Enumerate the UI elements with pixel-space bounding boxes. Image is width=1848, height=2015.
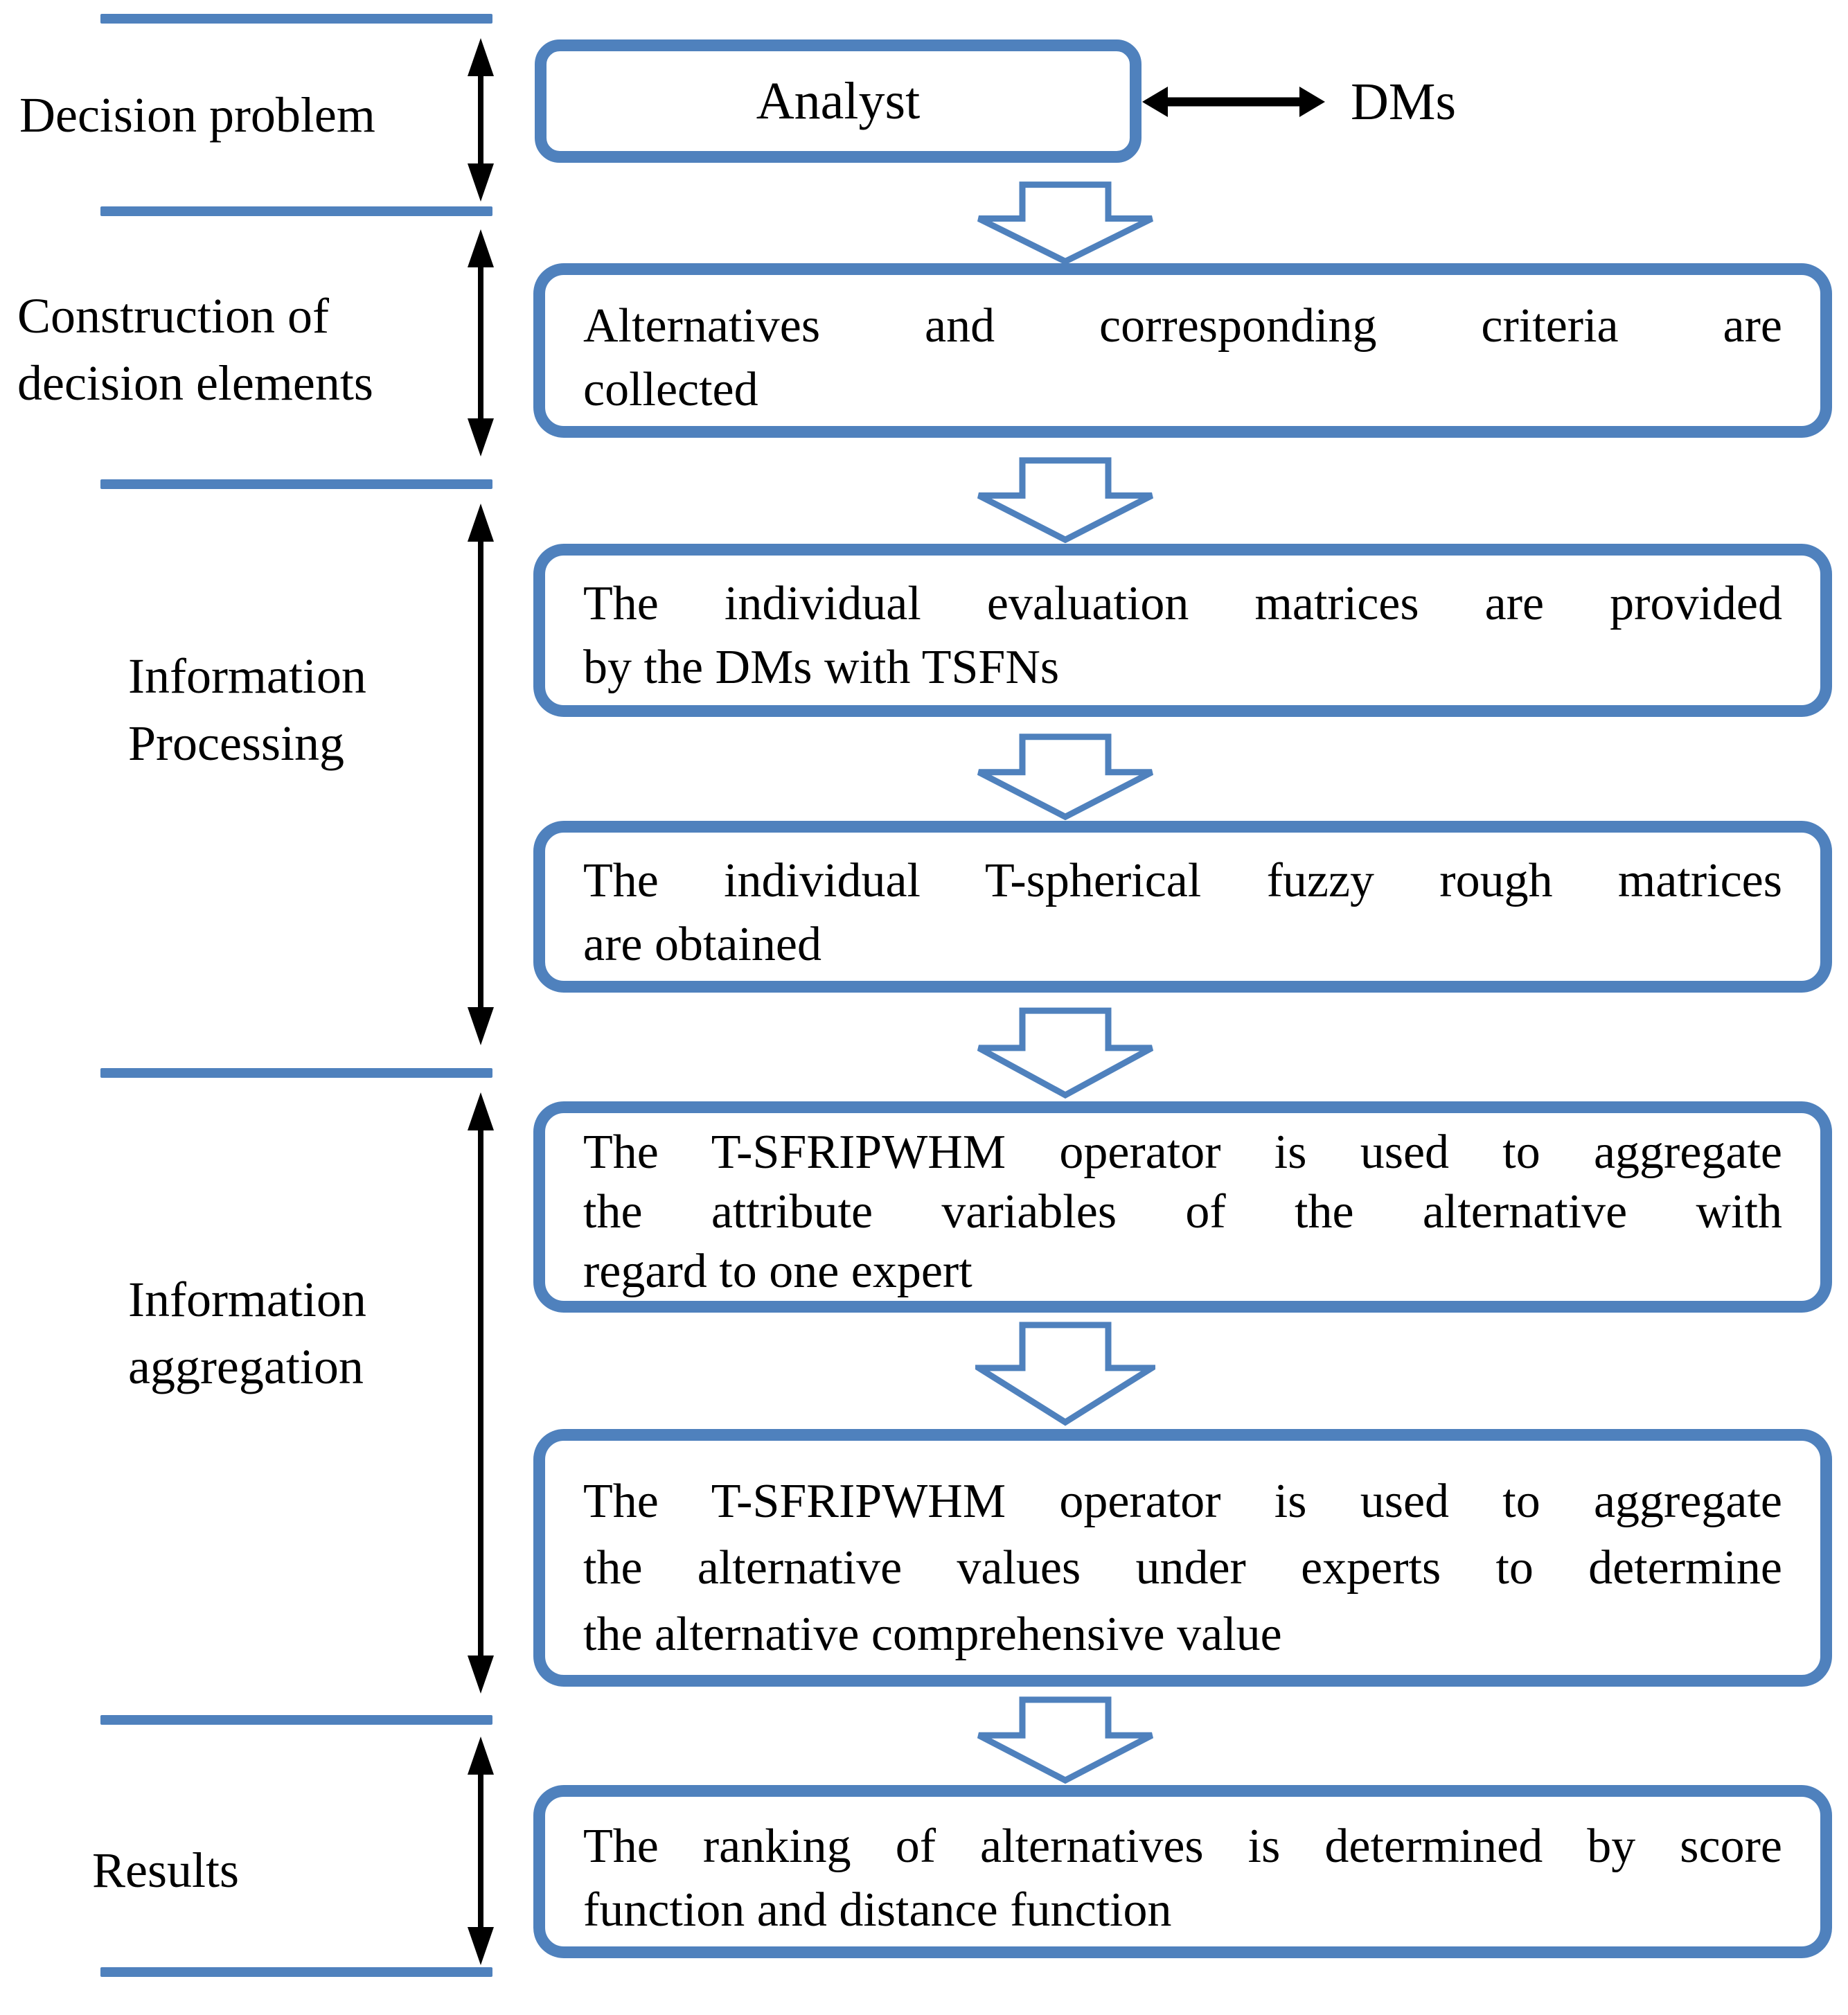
horizontal-double-arrow-icon <box>1142 87 1325 117</box>
vertical-double-arrow-icon <box>468 229 494 456</box>
step-text-line: the alternative values under experts to … <box>583 1541 1782 1595</box>
step-text-line: The individual T-spherical fuzzy rough m… <box>583 854 1782 907</box>
analyst-label: Analyst <box>756 71 921 130</box>
step-text-line: regard to one expert <box>583 1245 972 1298</box>
vertical-double-arrow-icon <box>468 504 494 1045</box>
stage-label-line: decision elements <box>17 355 373 411</box>
stage-label-line: aggregation <box>128 1339 364 1394</box>
vertical-double-arrow-icon <box>468 1092 494 1694</box>
stage-label-results: Results <box>92 1837 239 1904</box>
separator-line <box>100 479 492 489</box>
down-block-arrow-icon <box>975 181 1155 265</box>
step-text-line: the attribute variables of the alternati… <box>583 1185 1782 1239</box>
analyst-box: Analyst <box>535 39 1141 163</box>
down-block-arrow-icon <box>975 1696 1155 1784</box>
stage-label-line: Processing <box>128 716 344 771</box>
down-block-arrow-icon <box>975 1321 1155 1426</box>
step-text-line: by the DMs with TSFNs <box>583 641 1060 694</box>
stage-label-line: Information <box>128 648 366 704</box>
stage-label-line: Results <box>92 1843 240 1898</box>
stage-label-line: Information <box>128 1272 366 1327</box>
dms-label: DMs <box>1351 73 1457 131</box>
step-box-fuzzy-rough-matrices: The individual T-spherical fuzzy rough m… <box>533 821 1832 993</box>
step-text-line: function and distance function <box>583 1883 1172 1937</box>
step-box-aggregate-attributes: The T-SFRIPWHM operator is used to aggre… <box>533 1101 1832 1313</box>
step-text-line: The T-SFRIPWHM operator is used to aggre… <box>583 1475 1782 1528</box>
separator-line <box>100 1068 492 1078</box>
vertical-double-arrow-icon <box>468 1737 494 1965</box>
step-text-line: are obtained <box>583 918 821 971</box>
step-box-aggregate-alternatives: The T-SFRIPWHM operator is used to aggre… <box>533 1429 1832 1687</box>
stage-label-information-processing: Information Processing <box>128 643 366 777</box>
step-text-line: The ranking of alternatives is determine… <box>583 1820 1782 1873</box>
stage-label-line: Decision problem <box>19 87 375 143</box>
step-text-line: the alternative comprehensive value <box>583 1608 1282 1661</box>
separator-line <box>100 1715 492 1725</box>
stage-label-decision-problem: Decision problem <box>19 82 375 149</box>
step-box-ranking: The ranking of alternatives is determine… <box>533 1785 1832 1958</box>
step-text-line: Alternatives and corresponding criteria … <box>583 299 1782 353</box>
separator-line <box>100 206 492 216</box>
down-block-arrow-icon <box>975 734 1155 820</box>
step-text-line: collected <box>583 363 758 416</box>
step-text-line: The individual evaluation matrices are p… <box>583 577 1782 630</box>
stage-label-line: Construction of <box>17 288 329 344</box>
step-text-line: The T-SFRIPWHM operator is used to aggre… <box>583 1126 1782 1179</box>
stage-label-construction-of-decision-elements: Construction of decision elements <box>17 283 373 417</box>
down-block-arrow-icon <box>975 457 1155 543</box>
vertical-double-arrow-icon <box>468 38 494 202</box>
step-box-collect-alternatives: Alternatives and corresponding criteria … <box>533 263 1832 438</box>
separator-line <box>100 1967 492 1977</box>
stage-label-information-aggregation: Information aggregation <box>128 1266 366 1401</box>
down-block-arrow-icon <box>975 1007 1155 1099</box>
separator-line <box>100 14 492 24</box>
step-box-individual-evaluation-matrices: The individual evaluation matrices are p… <box>533 544 1832 717</box>
